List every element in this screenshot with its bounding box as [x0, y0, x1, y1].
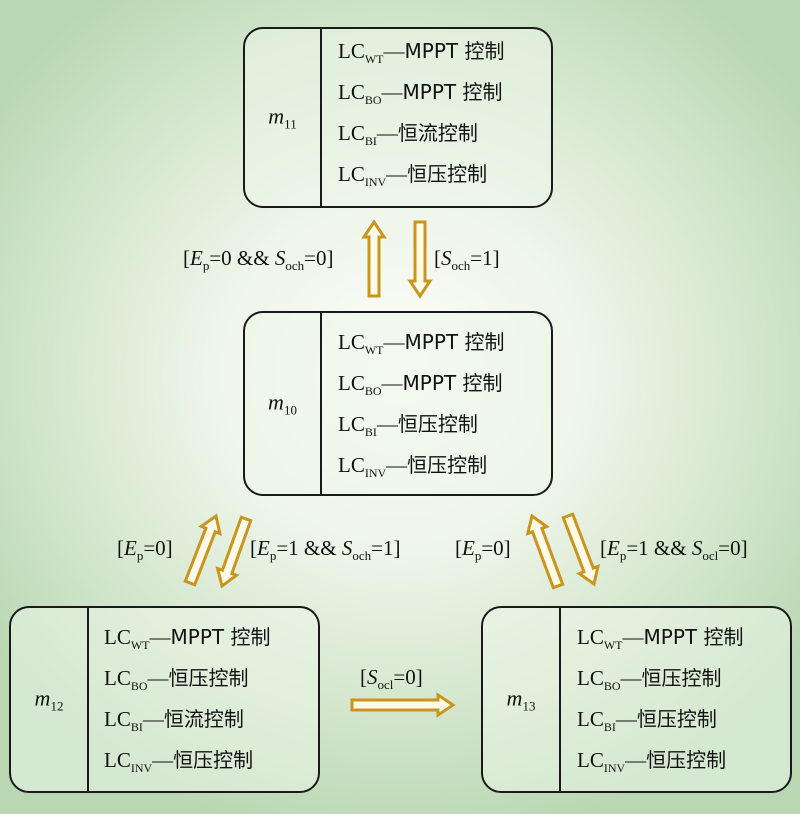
mode-box-m12: m12 LCWT—MPPT 控制 LCBO—恒压控制 LCBI—恒流控制 LCI… — [9, 606, 320, 793]
control-row-bo: LCBO—恒压控制 — [577, 666, 722, 693]
condition-m11-to-m10: [Soch=1] — [434, 246, 500, 273]
control-row-bo: LCBO—MPPT 控制 — [338, 80, 503, 107]
control-row-inv: LCINV—恒压控制 — [338, 162, 488, 189]
condition-m12-to-m13: [Socl=0] — [360, 665, 423, 692]
control-row-inv: LCINV—恒压控制 — [104, 748, 254, 775]
box-divider — [320, 29, 322, 206]
condition-m10-to-m12: [Ep=1 && Soch=1] — [250, 536, 401, 563]
arrow-m12-to-m10 — [183, 513, 222, 587]
mode-box-m10: m10 LCWT—MPPT 控制 LCBO—MPPT 控制 LCBI—恒压控制 … — [243, 311, 553, 496]
box-divider — [87, 608, 89, 791]
hollow-arrow-shape — [215, 515, 253, 589]
control-row-bo: LCBO—恒压控制 — [104, 666, 249, 693]
control-row-wt: LCWT—MPPT 控制 — [338, 330, 505, 357]
condition-m10-to-m13: [Ep=1 && Socl=0] — [600, 536, 748, 563]
mode-label: m10 — [268, 388, 297, 418]
condition-m10-to-m11: [Ep=0 && Soch=0] — [183, 246, 334, 273]
mode-label: m13 — [506, 684, 536, 714]
control-row-bi: LCBI—恒流控制 — [104, 707, 244, 734]
arrow-m10-to-m13 — [561, 512, 601, 587]
control-row-bi: LCBI—恒压控制 — [338, 412, 478, 439]
control-row-wt: LCWT—MPPT 控制 — [104, 625, 271, 652]
control-row-inv: LCINV—恒压控制 — [577, 748, 727, 775]
arrow-m13-to-m10 — [525, 513, 565, 590]
hollow-arrow-shape — [183, 513, 222, 587]
mode-label: m11 — [268, 102, 297, 132]
mode-box-m11: m11 LCWT—MPPT 控制 LCBO—MPPT 控制 LCBI—恒流控制 … — [243, 27, 553, 208]
control-row-wt: LCWT—MPPT 控制 — [338, 39, 505, 66]
hollow-arrow-shape — [407, 220, 433, 299]
box-divider — [559, 608, 561, 791]
condition-m12-to-m10: [Ep=0] — [117, 536, 173, 563]
condition-m13-to-m10: [Ep=0] — [455, 536, 511, 563]
arrow-m12-to-m13 — [350, 692, 456, 718]
hollow-arrow-shape — [350, 692, 456, 718]
mode-label: m12 — [34, 684, 64, 714]
control-row-bo: LCBO—MPPT 控制 — [338, 371, 503, 398]
control-row-wt: LCWT—MPPT 控制 — [577, 625, 744, 652]
mode-box-m13: m13 LCWT—MPPT 控制 LCBO—恒压控制 LCBI—恒压控制 LCI… — [481, 606, 792, 793]
hollow-arrow-shape — [561, 512, 601, 587]
control-row-bi: LCBI—恒压控制 — [577, 707, 717, 734]
control-row-inv: LCINV—恒压控制 — [338, 453, 488, 480]
hollow-arrow-shape — [361, 219, 387, 298]
arrow-m10-to-m11 — [361, 219, 387, 298]
arrow-m10-to-m12 — [215, 515, 253, 589]
arrow-m11-to-m10 — [407, 220, 433, 299]
box-divider — [320, 313, 322, 494]
hollow-arrow-shape — [525, 513, 565, 590]
control-row-bi: LCBI—恒流控制 — [338, 121, 478, 148]
